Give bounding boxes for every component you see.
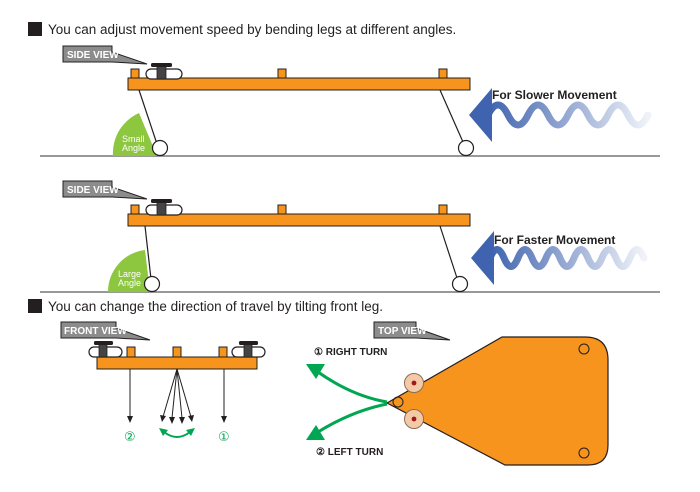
front-foot (143, 275, 161, 293)
wave-icon (486, 246, 648, 270)
left-turn-label: ② LEFT TURN (316, 447, 383, 458)
motor (145, 63, 183, 80)
right-turn-arrowhead (306, 364, 325, 379)
rear-leg (439, 89, 464, 143)
left-turn-arrow-icon (317, 402, 388, 434)
fast-panel: SIDE VIEW Large Angle For Faster Movemen… (40, 180, 660, 293)
left-motor (88, 341, 123, 358)
front-view-panel: FRONT VIEW (60, 321, 266, 445)
rear-hole-top (578, 343, 590, 355)
rear-foot (457, 139, 475, 157)
robot-body (127, 77, 471, 91)
slow-panel: SIDE VIEW Small Angle For Slower Movemen… (40, 45, 660, 157)
rear-foot (451, 275, 469, 293)
motor (145, 199, 183, 216)
post (277, 68, 287, 79)
rear-hole-bottom (578, 447, 590, 459)
front-leg (138, 89, 158, 145)
post (218, 346, 228, 358)
left-turn-arrowhead (306, 425, 325, 440)
post (172, 346, 182, 358)
front-body (96, 356, 258, 370)
rear-leg (439, 225, 458, 279)
small-angle-wedge (112, 113, 157, 156)
blue-arrow-icon (469, 88, 492, 142)
tilt-arc-arrow-icon (163, 431, 191, 438)
section1-heading: You can adjust movement speed by bending… (28, 19, 456, 39)
side-view-label: SIDE VIEW (67, 50, 119, 61)
side-view-label: SIDE VIEW (67, 185, 119, 196)
movement-label: For Slower Movement (492, 88, 617, 102)
tilt-arc-arrowhead-left (159, 428, 168, 436)
left-motor-top (404, 409, 424, 429)
angle-label-line1: Large (118, 269, 141, 279)
robot-body (127, 213, 471, 227)
angle-label-line2: Angle (118, 278, 141, 288)
post (277, 204, 287, 215)
blue-arrow-icon (471, 231, 494, 285)
angle-label-line1: Small (122, 134, 145, 144)
post (130, 204, 140, 215)
wave-icon (484, 101, 652, 129)
leg-arrows (127, 368, 227, 424)
angle-label-line2: Angle (122, 143, 145, 153)
front-view-tag: FRONT VIEW (60, 321, 151, 341)
right-turn-label: ① RIGHT TURN (314, 347, 387, 358)
tilt-arc-arrowhead-right (186, 428, 195, 436)
heading-bullet-square (28, 22, 42, 36)
section2-heading-text: You can change the direction of travel b… (48, 298, 383, 314)
top-view-tag: TOP VIEW (373, 321, 451, 341)
side-view-tag: SIDE VIEW (62, 180, 148, 200)
section1-heading-text: You can adjust movement speed by bending… (48, 21, 457, 37)
movement-label: For Faster Movement (494, 233, 615, 247)
front-marker-1: ① (218, 430, 230, 445)
section2-heading: You can change the direction of travel b… (28, 296, 383, 316)
front-leg (144, 225, 152, 280)
right-turn-arrow-icon (317, 370, 388, 404)
front-foot (151, 139, 169, 157)
post (130, 68, 140, 79)
right-motor (231, 341, 266, 358)
front-marker-2: ② (124, 430, 136, 445)
large-angle-wedge (107, 250, 150, 292)
front-view-label: FRONT VIEW (64, 326, 127, 337)
side-view-tag: SIDE VIEW (62, 45, 148, 65)
post (438, 204, 448, 215)
robot-top-body (385, 336, 609, 466)
top-view-label: TOP VIEW (378, 326, 427, 337)
post (126, 346, 136, 358)
top-view-panel: TOP VIEW ① RIGHT TURN ② LEFT TURN (306, 321, 609, 466)
heading-bullet-square (28, 299, 42, 313)
post (438, 68, 448, 79)
right-motor-top (404, 373, 424, 393)
front-pivot (392, 396, 404, 408)
